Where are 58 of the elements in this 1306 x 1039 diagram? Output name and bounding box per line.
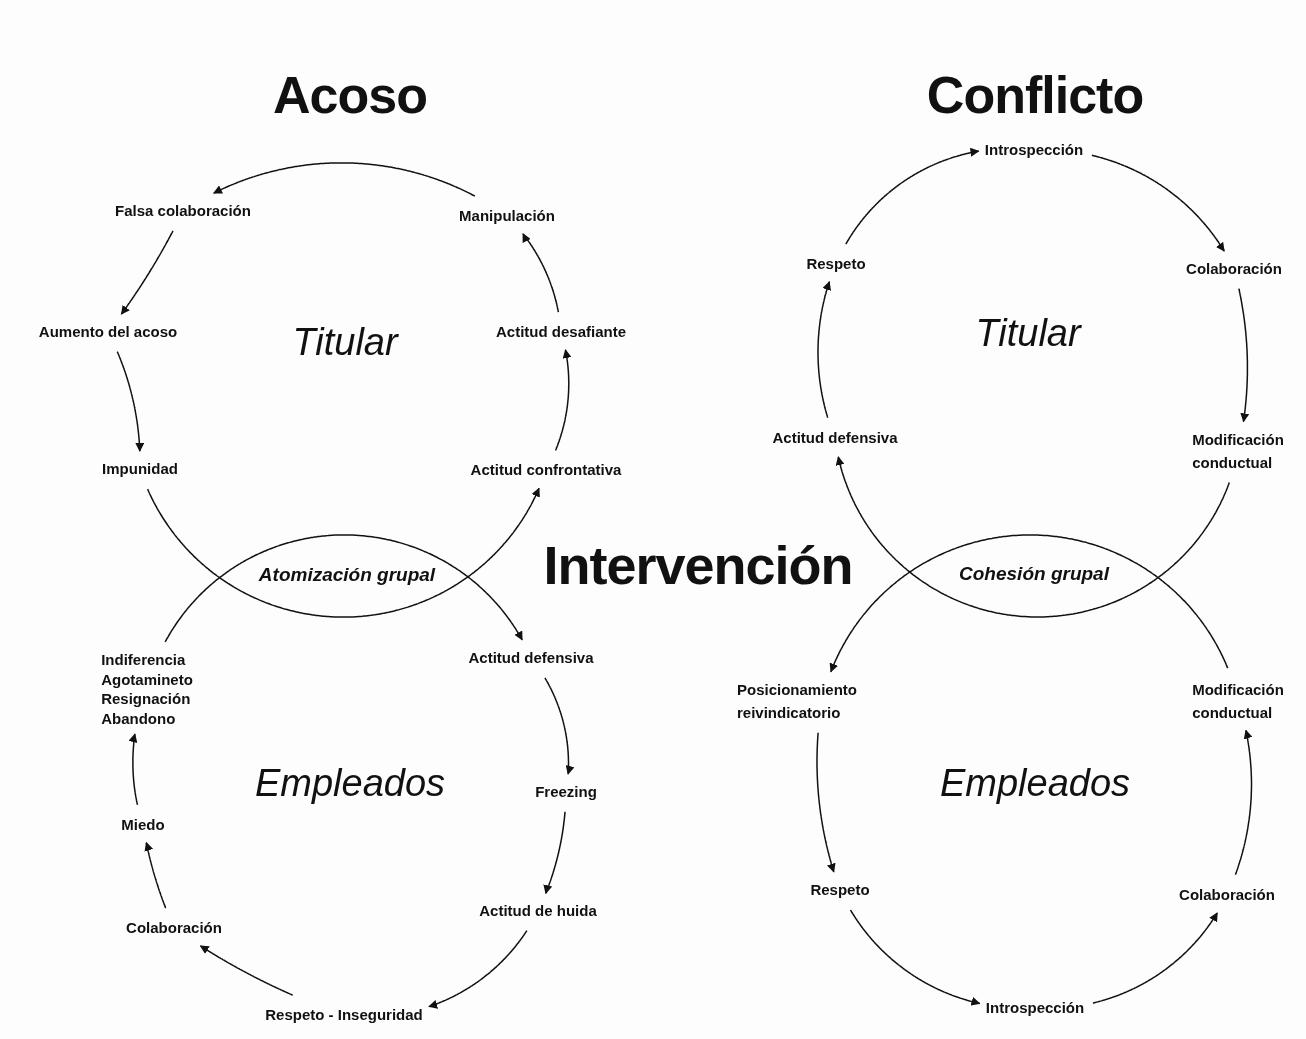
section-heading: Conflicto	[926, 65, 1144, 125]
step-text: Colaboración	[126, 918, 222, 939]
section-heading: Acoso	[273, 65, 427, 125]
step-text: Actitud desafiante	[496, 322, 626, 343]
step-text: Agotamineto	[101, 669, 193, 689]
step-text: Modificación conductual	[1192, 679, 1284, 723]
cycle-arrow	[522, 233, 560, 313]
step-text: Indiferencia	[101, 650, 186, 670]
step-text: Introspección	[985, 998, 1085, 1019]
cycle-arrow	[1091, 154, 1225, 252]
cycle-arrow	[1092, 912, 1218, 1004]
cycle-arrow	[829, 534, 1229, 673]
step-text: Miedo	[121, 815, 165, 836]
step-text: Actitud de huida	[479, 901, 597, 922]
step-text: Respeto	[810, 880, 870, 901]
cycle-arrow	[1234, 729, 1253, 876]
cycle-arrow	[849, 909, 981, 1006]
cycle-arrow	[544, 677, 575, 775]
step-text: Actitud confrontativa	[470, 460, 622, 481]
step-text: Actitud defensiva	[468, 648, 594, 669]
cycle-arrow	[146, 487, 540, 618]
step-text: Modificación conductual	[1192, 429, 1284, 473]
cycle-arrow	[845, 147, 980, 245]
step-text: Impunidad	[102, 459, 178, 480]
cycle-arrow	[120, 230, 174, 315]
cycle-arrow	[164, 534, 523, 643]
cycle-arrow	[128, 733, 139, 806]
cycle-arrow	[816, 732, 836, 873]
step-text: Manipulación	[459, 206, 555, 227]
step-text: Freezing	[535, 782, 597, 803]
step-text: Actitud defensiva	[772, 428, 898, 449]
cycle-label: Titular	[975, 311, 1081, 355]
center-heading: Intervención	[543, 534, 853, 596]
step-text: Colaboración	[1179, 885, 1275, 906]
cycle-arrow	[1238, 287, 1250, 423]
cycle-arrow	[428, 929, 528, 1009]
cycle-arrow	[835, 456, 1231, 618]
cycle-arrow	[213, 162, 476, 197]
cycle-label: Titular	[292, 320, 398, 364]
cycle-label: Empleados	[939, 761, 1131, 805]
step-text: Respeto	[806, 254, 866, 275]
overlap-label: Cohesión grupal	[959, 563, 1109, 585]
cycle-label: Empleados	[254, 761, 446, 805]
cycle-arrow	[199, 945, 294, 996]
step-text: Falsa colaboración	[115, 201, 251, 222]
cycle-arrow	[144, 841, 167, 909]
step-text: Abandono	[101, 708, 176, 728]
cycle-arrow	[543, 810, 566, 895]
step-text: Aumento del acoso	[38, 322, 178, 343]
step-text: Colaboración	[1186, 259, 1282, 280]
cycle-arrow	[817, 280, 831, 419]
cycle-arrow	[554, 349, 572, 452]
step-text: Resignación	[101, 689, 191, 709]
overlap-label: Atomización grupal	[258, 564, 436, 586]
step-text: Respeto - Inseguridad	[265, 1005, 423, 1026]
cycle-arrow	[116, 350, 145, 452]
step-text: Posicionamiento reivindicatorio	[737, 679, 859, 723]
step-text: Introspección	[984, 140, 1084, 161]
